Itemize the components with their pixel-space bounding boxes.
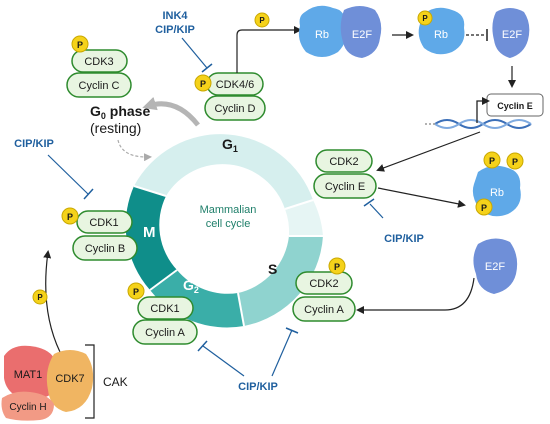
rb-protein-shape bbox=[298, 5, 347, 57]
phosphate-icon bbox=[475, 198, 493, 216]
phase-g1-label: G1 bbox=[222, 136, 238, 154]
cdk7-label: CDK7 bbox=[55, 373, 84, 385]
g0-title: G0 phase bbox=[90, 103, 150, 121]
cyclin-e-label: Cyclin E bbox=[325, 181, 365, 193]
cak-label: CAK bbox=[103, 375, 128, 389]
complex-cdk1-cyclin-a: CDK1 Cyclin A P bbox=[127, 282, 198, 345]
phosphate-icon bbox=[61, 207, 79, 225]
phase-m-label: M bbox=[143, 224, 156, 241]
cyclin-h-shape bbox=[1, 391, 54, 421]
phosphate-icon bbox=[506, 152, 524, 170]
cyclin-e-gene-label: Cyclin E bbox=[497, 101, 533, 111]
phosphate-icon bbox=[32, 289, 48, 305]
cip-kip-left-label: CIP/KIP bbox=[14, 138, 54, 150]
phase-g2-label: G2 bbox=[183, 277, 199, 295]
phosphate-icon bbox=[254, 12, 270, 28]
cyclin-e-gene: Cyclin E bbox=[376, 93, 544, 172]
cdk2-e-label: CDK2 bbox=[329, 156, 358, 168]
e2f-lone: E2F bbox=[356, 238, 518, 314]
mat1-label: MAT1 bbox=[14, 369, 43, 381]
inhibitors-top: INK4 CIP/KIP bbox=[155, 10, 213, 73]
cyclin-b-label: Cyclin B bbox=[85, 243, 125, 255]
phosphate-label: P bbox=[37, 293, 43, 302]
from-g0-dashed-arrow bbox=[117, 139, 152, 162]
ink4-label: INK4 bbox=[162, 10, 188, 22]
phosphate-label: P bbox=[77, 40, 83, 50]
s-segment bbox=[238, 236, 323, 326]
cyclin-h-label: Cyclin H bbox=[9, 402, 46, 413]
complex-cdk2-cyclin-e: CDK2 Cyclin E CIP/KIP bbox=[313, 149, 466, 245]
complex-cdk46-cyclin-d: CDK4/6 Cyclin D P bbox=[194, 26, 302, 121]
g2-segment bbox=[150, 270, 244, 328]
cyclin-a-1-label: Cyclin A bbox=[145, 327, 185, 339]
e2f-lone-shape bbox=[473, 238, 518, 294]
e2f-lone-label: E2F bbox=[485, 261, 505, 273]
m-segment bbox=[125, 186, 177, 290]
e2f-free-shape bbox=[492, 8, 530, 58]
phosphate-label: P bbox=[133, 287, 139, 297]
cip-kip-right-label: CIP/KIP bbox=[384, 233, 424, 245]
cdk7-shape bbox=[46, 350, 94, 412]
g1-segment-right bbox=[285, 200, 323, 236]
e2f-protein-shape bbox=[340, 6, 382, 58]
g0-subtitle: (resting) bbox=[90, 120, 141, 136]
complex-cdk2-cyclin-a: CDK2 Cyclin A P bbox=[292, 257, 356, 322]
phosphate-icon bbox=[71, 35, 89, 53]
cip-kip-top-label: CIP/KIP bbox=[155, 24, 195, 36]
cdk2-a-label: CDK2 bbox=[309, 278, 338, 290]
e2f-to-cdk2a-arrow bbox=[356, 277, 475, 314]
cdk1-a-label: CDK1 bbox=[150, 303, 179, 315]
center-text-line2: cell cycle bbox=[206, 218, 251, 230]
complex-cdk1-cyclin-b: CIP/KIP CDK1 Cyclin B P bbox=[14, 138, 138, 261]
phase-s-label: S bbox=[268, 261, 277, 277]
cyclin-c-label: Cyclin C bbox=[79, 80, 120, 92]
phosphate-icon bbox=[328, 257, 346, 275]
mat1-shape bbox=[4, 345, 57, 400]
rb-e2f-complex: P Rb E2F bbox=[254, 5, 414, 58]
inhibitor-bottom: CIP/KIP bbox=[197, 327, 299, 393]
phosphate-icon bbox=[194, 74, 212, 92]
cak-complex: P MAT1 CDK7 Cyclin H CAK bbox=[1, 250, 128, 421]
cip-kip-bottom-label: CIP/KIP bbox=[238, 381, 278, 393]
cdk46-to-rb-arrow bbox=[236, 26, 302, 73]
cyclin-a-2-label: Cyclin A bbox=[304, 304, 344, 316]
phosphate-label: P bbox=[200, 79, 206, 89]
phosphate-icon bbox=[127, 282, 145, 300]
rb-phospho-label: Rb bbox=[490, 187, 504, 199]
to-g0-arrow bbox=[142, 96, 200, 127]
complex-cdk3-cyclin-c: CDK3 Cyclin C P bbox=[66, 35, 132, 98]
cdk3-label: CDK3 bbox=[84, 56, 113, 68]
e2f-free-label: E2F bbox=[502, 29, 522, 41]
g0-phase: G0 phase (resting) bbox=[90, 96, 200, 162]
phosphate-label: P bbox=[422, 14, 428, 23]
phosphate-label: P bbox=[334, 262, 340, 272]
cell-cycle-ring: Mammalian cell cycle G1 S G2 M bbox=[125, 134, 323, 328]
cak-bracket bbox=[85, 344, 95, 419]
rb-label: Rb bbox=[315, 29, 329, 41]
cdk1-b-label: CDK1 bbox=[89, 217, 118, 229]
phosphate-icon bbox=[483, 151, 501, 169]
g1-segment bbox=[134, 134, 313, 209]
phosphate-label: P bbox=[259, 16, 265, 25]
phosphate-label: P bbox=[512, 157, 518, 167]
phosphate-label: P bbox=[67, 212, 73, 222]
rb-released-e2f: P Rb E2F bbox=[417, 7, 530, 88]
phosphate-label: P bbox=[481, 203, 487, 213]
cdk46-label: CDK4/6 bbox=[216, 79, 255, 91]
phosphate-icon bbox=[417, 10, 433, 26]
center-text-line1: Mammalian bbox=[200, 204, 257, 216]
cak-to-cdk1-arrow bbox=[43, 250, 61, 353]
cyclin-d-label: Cyclin D bbox=[215, 103, 256, 115]
e2f-label: E2F bbox=[352, 29, 372, 41]
phosphate-label: P bbox=[489, 156, 495, 166]
rb-bound-label: Rb bbox=[434, 29, 448, 41]
rb-phosphorylated: Rb P P P bbox=[472, 151, 524, 217]
